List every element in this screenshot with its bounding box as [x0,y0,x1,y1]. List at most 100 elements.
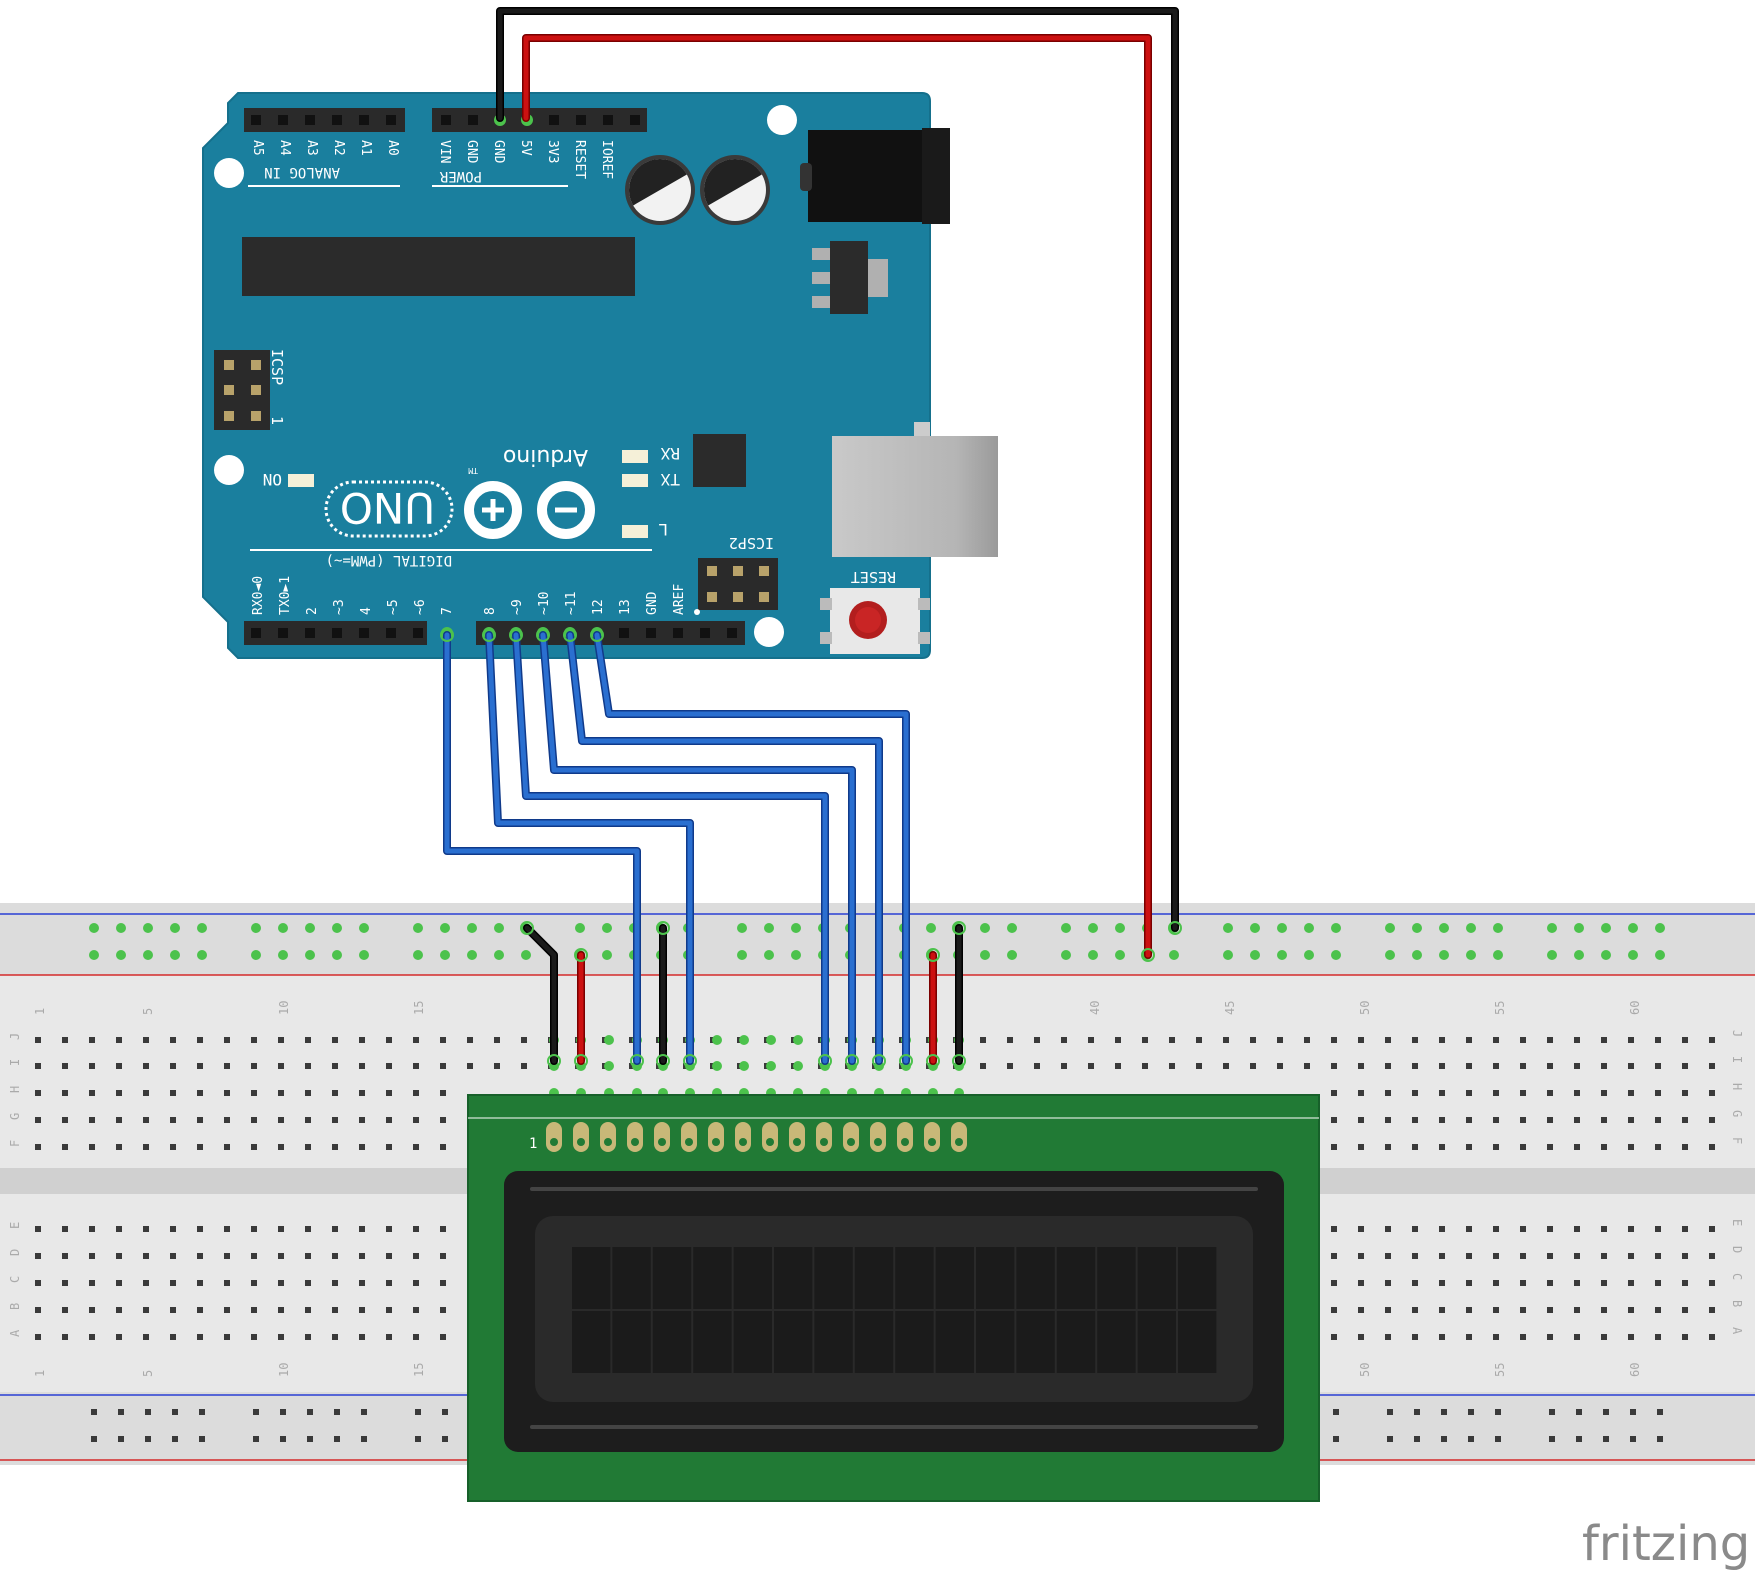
breadboard-hole [1412,1117,1418,1123]
pin-label-d2: 2 [305,607,320,615]
breadboard-rail-hole [334,1436,340,1442]
header-pin [441,115,451,125]
breadboard-rail-hole [1414,1409,1420,1415]
breadboard-hole [1466,1144,1472,1150]
bb-col-10-top: 10 [277,1001,291,1015]
breadboard-hole [1682,1280,1688,1286]
lcd-pin [762,1122,778,1152]
breadboard-hole [278,1090,284,1096]
breadboard-hole [1574,1307,1580,1313]
bb-row-J-right: J [1730,1030,1744,1037]
breadboard-hole [1520,1090,1526,1096]
breadboard-hole [1034,1037,1040,1043]
breadboard-rail-hole-connected [116,950,126,960]
breadboard-rail-hole-connected [575,923,585,933]
breadboard-hole [1250,1063,1256,1069]
atmega-chip [242,237,635,296]
lcd-pin [681,1122,697,1152]
pin-label-d1: TX0►1 [278,576,293,615]
lcd-char-cell [1137,1247,1176,1309]
breadboard-hole [170,1117,176,1123]
lcd-pin-hole [712,1138,720,1146]
breadboard-rail-hole-connected [1061,950,1071,960]
breadboard-hole [1169,1037,1175,1043]
breadboard-hole [251,1037,257,1043]
breadboard-hole [1520,1307,1526,1313]
breadboard-hole [278,1226,284,1232]
breadboard-hole [1007,1063,1013,1069]
usb-controller-chip [693,434,746,487]
breadboard-hole [251,1280,257,1286]
pin-label-RESET: RESET [572,140,587,179]
lcd-char-cell [693,1247,732,1309]
breadboard-hole [1412,1090,1418,1096]
breadboard-rail-hole-connected [791,923,801,933]
bb-row-I-left: I [8,1059,22,1066]
arduino-uno-board: A5 A4 A3 A2 A1 A0 ANALOG IN VIN GND GND … [202,92,998,659]
bb-row-B-left: B [8,1303,22,1310]
breadboard-hole [170,1063,176,1069]
breadboard-hole [1520,1117,1526,1123]
breadboard-hole [1547,1253,1553,1259]
lcd-pin [573,1122,589,1152]
breadboard-hole [62,1280,68,1286]
breadboard-hole [1574,1144,1580,1150]
breadboard-rail-hole [280,1409,286,1415]
breadboard-rail-hole-connected [1628,923,1638,933]
breadboard-rail-hole-connected [1466,950,1476,960]
breadboard-hole [1331,1090,1337,1096]
breadboard-hole [1682,1117,1688,1123]
breadboard-hole [143,1307,149,1313]
breadboard-hole [1439,1037,1445,1043]
on-label: ON [263,470,282,489]
breadboard-hole [359,1117,365,1123]
breadboard-hole [467,1037,473,1043]
breadboard-hole [1439,1334,1445,1340]
breadboard-rail-hole-connected [1412,923,1422,933]
breadboard-hole [1439,1063,1445,1069]
breadboard-hole [1493,1090,1499,1096]
breadboard-hole-connected [712,1061,722,1071]
breadboard-rail-hole-connected [1439,923,1449,933]
lcd-char-cell [1097,1247,1136,1309]
digital-label: DIGITAL (PWM=~) [326,552,452,568]
icsp-pin1-label: 1 [268,416,286,425]
wire-5v-arduino [522,34,1152,959]
bb-row-J-left: J [8,1033,22,1040]
breadboard-rail-hole-connected [1061,923,1071,933]
lcd-pin-hole [577,1138,585,1146]
breadboard-hole [1655,1090,1661,1096]
pin-label-IOREF: IOREF [599,140,614,179]
bb-col-40-top: 40 [1088,1001,1102,1015]
breadboard-hole [1412,1334,1418,1340]
breadboard-rail-hole [1630,1409,1636,1415]
breadboard-rail-hole [1603,1436,1609,1442]
breadboard-hole [494,1063,500,1069]
breadboard-hole [1655,1307,1661,1313]
breadboard-rail-hole-connected [764,923,774,933]
breadboard-hole-connected [766,1061,776,1071]
breadboard-hole [1250,1037,1256,1043]
breadboard-rail-hole-connected [602,923,612,933]
lcd-pin-hole [928,1138,936,1146]
wire-end [926,1054,940,1068]
wire-end [440,628,454,642]
breadboard-hole [980,1037,986,1043]
breadboard-rail-hole [1576,1436,1582,1442]
breadboard-hole [413,1226,419,1232]
breadboard-hole [1331,1280,1337,1286]
breadboard-hole [1574,1117,1580,1123]
breadboard-rail-hole-connected [251,950,261,960]
pin-label-d10: ~10 [537,592,552,615]
breadboard-hole [89,1280,95,1286]
bb-row-E-left: E [8,1222,22,1229]
breadboard-rail-hole [91,1436,97,1442]
breadboard-hole [1439,1226,1445,1232]
lcd-char-cell [572,1311,611,1373]
breadboard-rail-hole [1495,1409,1501,1415]
breadboard-hole [1115,1037,1121,1043]
breadboard-rail-hole [1441,1409,1447,1415]
icsp2-pin [759,566,769,576]
header-pin [700,628,710,638]
breadboard-hole [35,1117,41,1123]
